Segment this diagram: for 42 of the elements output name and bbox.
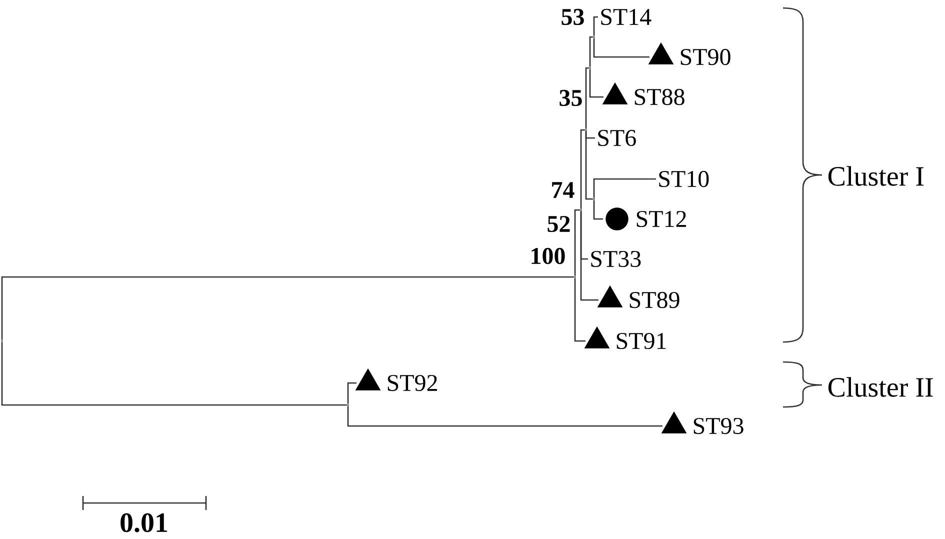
tree-branch xyxy=(1,342,347,406)
tree-branch xyxy=(580,211,598,301)
leaf-label: ST89 xyxy=(630,292,680,308)
bootstrap-value: 35 xyxy=(560,90,582,106)
tree-branch xyxy=(589,69,604,98)
tree-branch xyxy=(589,36,593,67)
circle-marker xyxy=(606,208,628,230)
triangle-marker xyxy=(597,285,623,308)
tree-branch xyxy=(574,278,586,342)
tree-branch xyxy=(574,209,580,276)
leaf-label: ST88 xyxy=(634,88,684,106)
leaf-label: ST6 xyxy=(598,130,636,146)
cluster-label: Cluster I xyxy=(828,166,924,186)
leaf-label: ST33 xyxy=(591,250,641,268)
tree-branch xyxy=(593,178,656,198)
leaf-label: ST90 xyxy=(680,48,730,66)
tree-branch xyxy=(580,129,585,209)
bootstrap-value: 52 xyxy=(548,216,570,232)
tree-branch xyxy=(593,200,603,220)
tree-branch xyxy=(347,406,662,427)
triangle-marker xyxy=(584,326,610,348)
leaf-label: ST91 xyxy=(616,332,666,350)
tree-branch xyxy=(593,38,650,58)
tree-branch xyxy=(585,131,593,200)
tree-branch xyxy=(347,382,356,404)
tree-branch xyxy=(585,67,589,129)
leaf-label: ST92 xyxy=(388,374,437,392)
triangle-marker xyxy=(355,368,381,390)
triangle-marker xyxy=(602,82,628,104)
bootstrap-value: 100 xyxy=(532,248,565,264)
tree-branch xyxy=(1,276,574,340)
leaf-label: ST12 xyxy=(636,210,686,228)
tree-branch xyxy=(593,16,598,36)
scale-label: 0.01 xyxy=(120,513,168,532)
leaf-label: ST10 xyxy=(659,170,709,188)
triangle-marker xyxy=(648,42,674,64)
bootstrap-value: 74 xyxy=(552,182,574,198)
leaf-label: ST93 xyxy=(694,418,744,434)
leaf-label: ST14 xyxy=(601,8,652,26)
bootstrap-value: 53 xyxy=(562,8,584,26)
cluster-label: Cluster II xyxy=(828,377,933,397)
triangle-marker xyxy=(661,411,687,434)
